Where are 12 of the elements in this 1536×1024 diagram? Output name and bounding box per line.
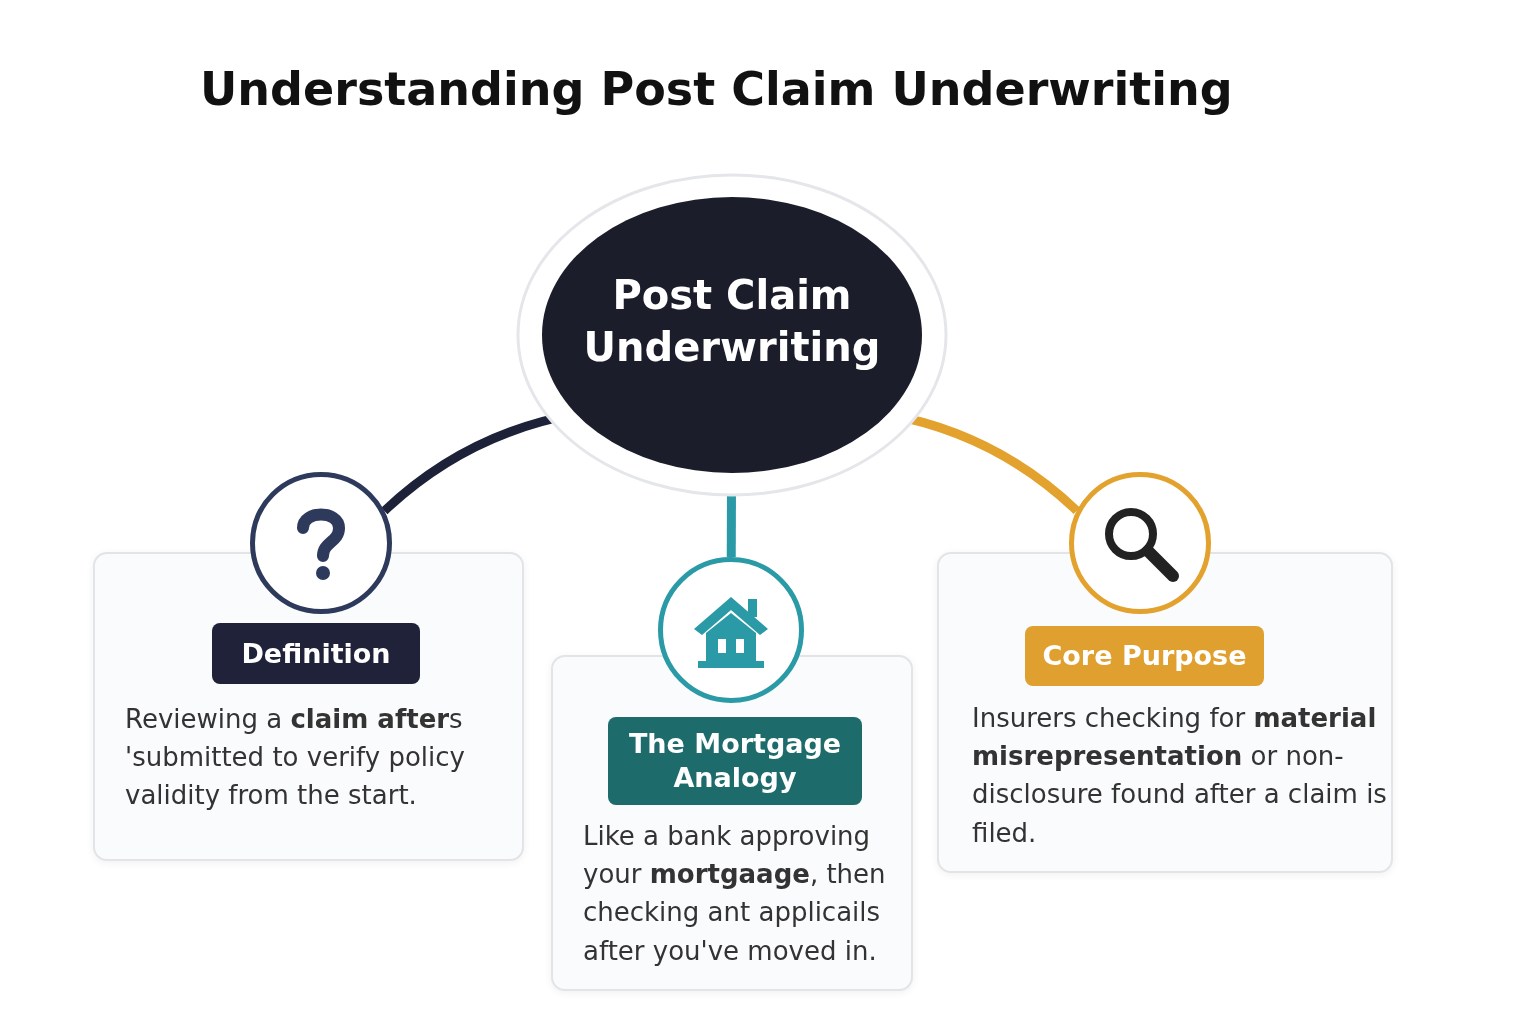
heading-label: Definition (212, 623, 420, 684)
title: Understanding Post Claim Underwriting (200, 62, 1233, 116)
node-title: Post Claim Underwriting (582, 271, 882, 372)
heading-label: Core Purpose (1025, 626, 1264, 686)
description-text: Insurers checking for material misrepresentation or non-disclosure found after a claim is filed. (972, 702, 1387, 850)
central-ellipse (516, 173, 948, 497)
info-card (937, 552, 1393, 873)
info-card (93, 552, 524, 861)
heading-label: The Mortgage Analogy (608, 717, 862, 805)
info-card (551, 655, 913, 991)
description-text: Reviewing a claim afters 'submitted to verify policy validity from the start. (125, 703, 466, 813)
description-text: Like a bank approving your mortgaage, then checking ant applicails after you've moved in. (583, 820, 887, 968)
